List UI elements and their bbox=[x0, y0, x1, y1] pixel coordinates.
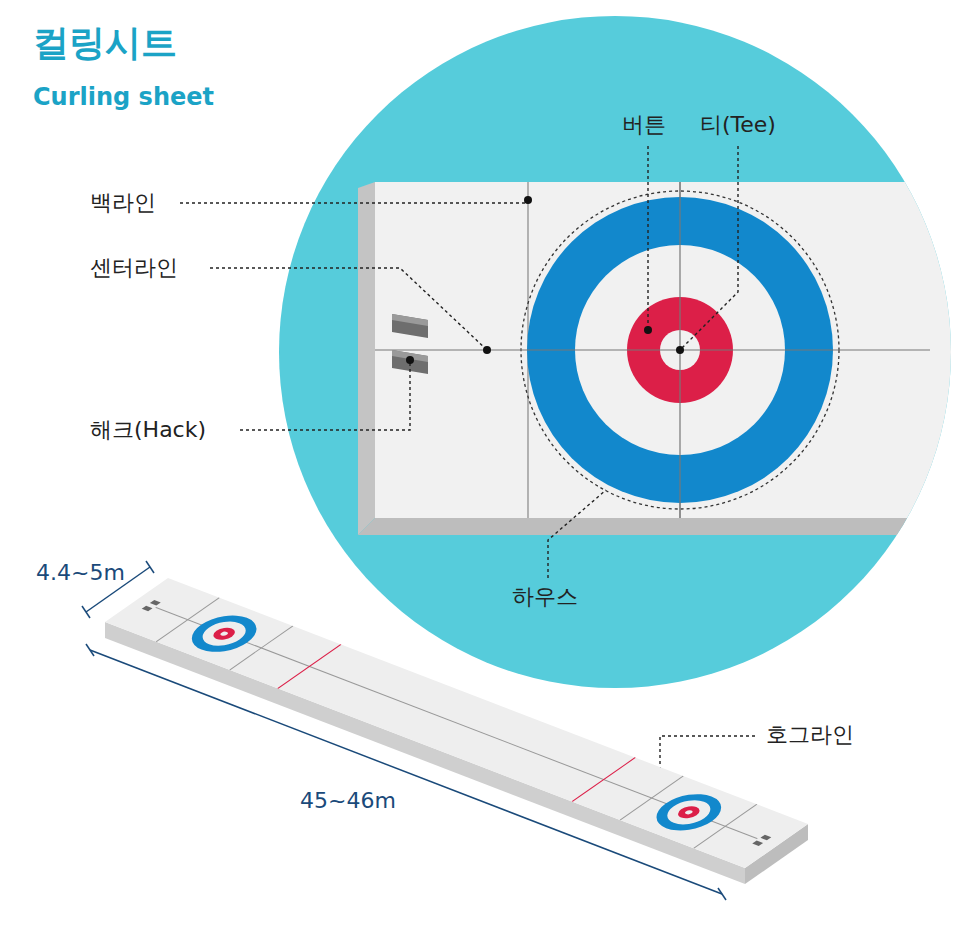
dimension-label: 45~46m bbox=[300, 788, 396, 813]
hack bbox=[392, 314, 428, 338]
part-label: 호그라인 bbox=[766, 722, 854, 747]
sheet-overview bbox=[105, 578, 808, 884]
part-label: 하우스 bbox=[512, 584, 578, 609]
dimension-label: 4.4~5m bbox=[36, 560, 125, 585]
part-label: 버튼 bbox=[622, 112, 666, 137]
title: 컬링시트 bbox=[33, 22, 177, 63]
part-label: 티(Tee) bbox=[700, 112, 776, 137]
part-label: 백라인 bbox=[90, 190, 156, 215]
subtitle: Curling sheet bbox=[33, 84, 214, 112]
part-label: 센터라인 bbox=[90, 255, 178, 280]
dimension-lines bbox=[82, 561, 726, 900]
sheet-closeup bbox=[358, 182, 960, 535]
part-label: 해크(Hack) bbox=[90, 417, 206, 442]
